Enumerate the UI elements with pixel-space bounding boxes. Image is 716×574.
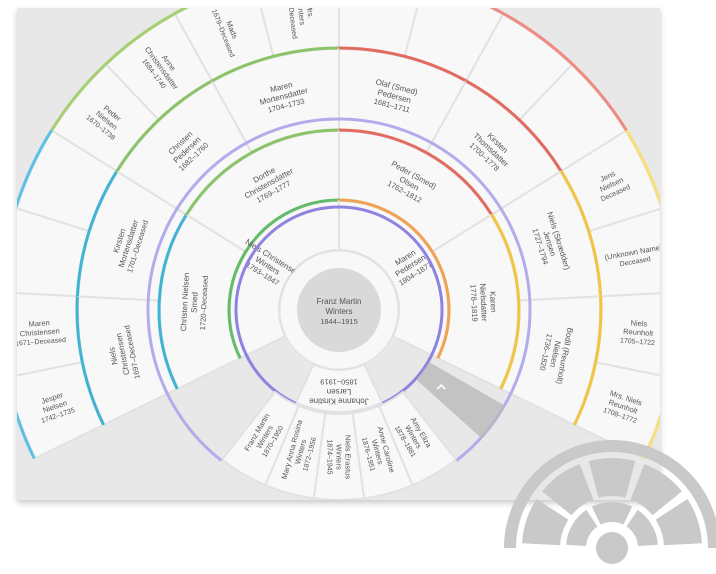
- person-name: Nielsdatter: [478, 283, 489, 322]
- lineage-arc: [489, 8, 628, 132]
- lineage-arc: [559, 170, 603, 297]
- person-name: Niels Erastus: [343, 435, 352, 479]
- children-arc: [146, 117, 532, 462]
- person-name: Winters: [334, 444, 343, 470]
- person-name: Larsen: [327, 387, 351, 396]
- person-dates: 1850–1919: [320, 378, 358, 387]
- lineage-arc: [157, 213, 188, 390]
- lineage-arc: [338, 198, 451, 359]
- person-dates: 1671–Deceased: [17, 337, 66, 348]
- children-scroll-tab[interactable]: [416, 362, 506, 439]
- person-dates: 1874–1945: [325, 439, 332, 474]
- lineage-arc: [211, 46, 340, 83]
- lineage-arc: [338, 128, 493, 216]
- person-name: Karen: [488, 291, 498, 313]
- focus-person-name-line2: Winters: [325, 307, 352, 316]
- focus-person-name: Franz Martin: [317, 297, 362, 306]
- person-name: Smed: [189, 292, 199, 313]
- lineage-arc: [50, 8, 189, 132]
- lineage-arc: [75, 296, 105, 426]
- focus-person-dates: 1844–1915: [320, 317, 358, 326]
- spouse-arc: [234, 205, 444, 405]
- person-dates: 1720–Deceased: [198, 275, 210, 330]
- lineage-arc: [465, 79, 563, 172]
- chevron-up-icon: [436, 383, 446, 390]
- lineage-arc: [227, 198, 340, 359]
- lineage-arc: [573, 296, 603, 426]
- lineage-arc: [17, 129, 53, 460]
- fan-chart: JesperNielsen1742–1735MarenChristensen16…: [17, 8, 660, 500]
- person-name: Maren: [28, 318, 50, 329]
- person-dates: 1778–1819: [469, 284, 480, 322]
- person-name: Christen Nielsen: [179, 272, 191, 331]
- lineage-arc: [338, 46, 467, 83]
- lineage-arc: [625, 129, 660, 460]
- person-name: Mrs.: [305, 8, 316, 19]
- person-name: Niels: [630, 318, 648, 328]
- lineage-arc: [490, 213, 521, 390]
- child-cell[interactable]: [377, 390, 458, 487]
- focus-person[interactable]: [297, 268, 381, 352]
- person-name: Reunholt: [623, 327, 655, 338]
- person-name: Christensen: [20, 326, 61, 338]
- lineage-arc: [115, 79, 213, 172]
- lineage-arc: [185, 128, 340, 216]
- person-dates: 1705–1722: [620, 338, 656, 348]
- person-name: Johanne Kirstine: [309, 397, 369, 406]
- person-name: Niels: [107, 346, 119, 365]
- person-name: Winters: [295, 8, 307, 26]
- lineage-arc: [75, 170, 119, 297]
